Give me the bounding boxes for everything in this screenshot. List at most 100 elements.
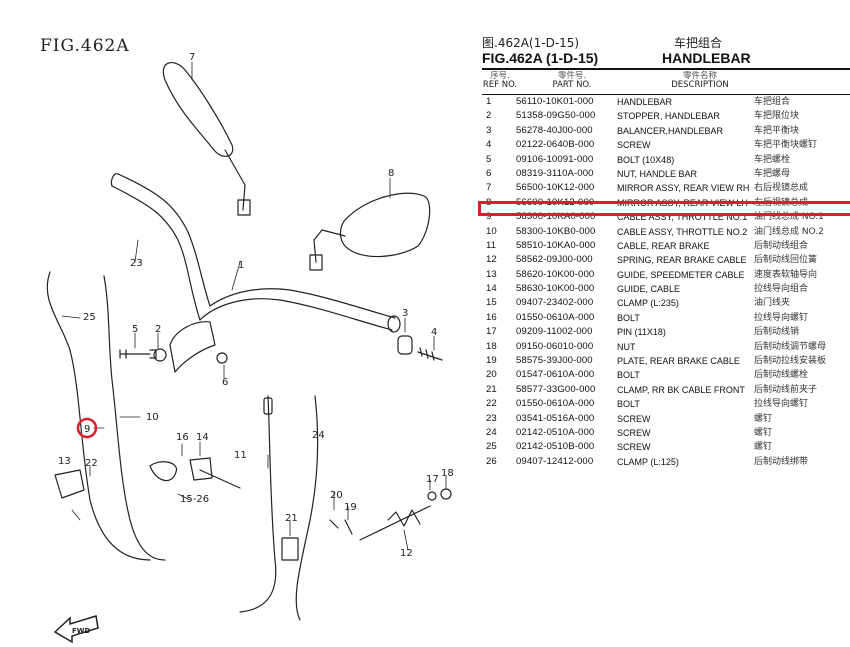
callout-17: 17 xyxy=(426,474,439,485)
callout-11: 11 xyxy=(234,450,247,461)
cell-zhname: 车把平衡块 xyxy=(754,125,800,136)
cell-zhname: 螺钉 xyxy=(754,413,773,424)
cell-zhname: 后制动线回位簧 xyxy=(754,255,818,266)
callout-10: 10 xyxy=(146,412,159,423)
callout-15-26: 15-26 xyxy=(180,494,209,505)
cell-part: 09106-10091-000 xyxy=(516,153,594,165)
cell-desc: NUT, HANDLE BAR xyxy=(617,168,698,179)
cell-ref: 4 xyxy=(486,139,492,151)
cell-zhname: 车把螺栓 xyxy=(754,154,791,165)
cell-desc: CLAMP (L:235) xyxy=(617,298,679,309)
cell-ref: 3 xyxy=(486,124,492,136)
cell-part: 58300-10KB0-000 xyxy=(516,225,596,237)
cell-desc: STOPPER, HANDLEBAR xyxy=(617,111,720,122)
cell-ref: 17 xyxy=(486,326,497,338)
cell-desc: SPRING, REAR BRAKE CABLE xyxy=(617,255,747,266)
table-row: 19 58575-39J00-000 PLATE, REAR BRAKE CABLE… xyxy=(482,354,850,368)
callout-18: 18 xyxy=(441,468,454,479)
callout-16: 16 xyxy=(176,432,189,443)
cell-desc: GUIDE, SPEEDMETER CABLE xyxy=(617,269,745,280)
cell-part: 58620-10K00-000 xyxy=(516,268,595,280)
cell-ref: 1 xyxy=(486,96,492,107)
cell-ref: 14 xyxy=(486,283,497,295)
cell-part: 02142-0510A-000 xyxy=(516,426,595,438)
cell-zhname: 螺钉 xyxy=(754,427,773,438)
balancer-part xyxy=(397,335,413,355)
cell-desc: SCREW xyxy=(617,140,651,151)
cell-ref: 25 xyxy=(486,441,497,453)
left-mirror xyxy=(339,192,431,258)
cell-ref: 15 xyxy=(486,297,497,309)
group-title: HANDLEBAR xyxy=(662,50,751,66)
figure-title-zh: 图.462A(1-D-15) xyxy=(482,36,580,50)
callout-12: 12 xyxy=(400,548,413,559)
cell-desc: PLATE, REAR BRAKE CABLE xyxy=(617,356,740,367)
cell-desc: PIN (11X18) xyxy=(617,327,666,338)
handlebar-tube xyxy=(111,185,393,331)
cell-ref: 20 xyxy=(486,369,497,381)
bolt-part-5 xyxy=(119,349,157,359)
cell-zhname: 后制动线前夹子 xyxy=(754,384,818,395)
cell-desc: GUIDE, CABLE xyxy=(617,284,681,295)
cell-desc: SCREW xyxy=(617,413,651,424)
cell-zhname: 后制动线螺栓 xyxy=(754,370,809,381)
group-title-zh: 车把组合 xyxy=(674,36,723,50)
cell-desc: BOLT xyxy=(617,370,640,381)
cell-part: 58575-39J00-000 xyxy=(516,355,593,367)
cell-desc: MIRROR ASSY, REAR VIEW RH xyxy=(617,183,750,194)
callout-5: 5 xyxy=(132,324,138,335)
cell-part: 01550-0610A-000 xyxy=(516,311,595,323)
cell-zhname: 后制动拉线安装板 xyxy=(754,356,827,367)
speedometer-guide xyxy=(54,469,85,499)
cell-ref: 2 xyxy=(486,110,492,122)
cell-part: 01547-0610A-000 xyxy=(516,369,595,381)
stopper-part xyxy=(153,348,167,362)
callout-2: 2 xyxy=(155,324,161,335)
cell-ref: 18 xyxy=(486,340,497,352)
cell-desc: BOLT (10X48) xyxy=(617,154,675,165)
cell-ref: 11 xyxy=(486,239,496,251)
cell-zhname: 速度表软轴导向 xyxy=(754,269,818,280)
exploded-diagram: 1 2 3 4 5 6 7 8 9 10 11 12 13 14 15-26 1… xyxy=(46,52,454,644)
cell-part: 08319-3110A-000 xyxy=(516,167,594,179)
cell-ref: 5 xyxy=(486,153,492,165)
rear-brake-cable xyxy=(239,395,277,613)
cell-desc: HANDLEBAR xyxy=(617,97,673,107)
cell-zhname: 油门线总成 NO.2 xyxy=(754,226,824,237)
throttle-cable-2 xyxy=(103,275,166,561)
cell-zhname: 拉线导向螺钉 xyxy=(754,399,809,410)
cell-ref: 23 xyxy=(486,412,497,424)
cell-ref: 19 xyxy=(486,355,497,367)
callout-13: 13 xyxy=(58,456,71,467)
cell-ref: 12 xyxy=(486,254,497,266)
cell-part: 09209-11002-000 xyxy=(516,326,593,338)
column-part-header: 零件号. PART NO. xyxy=(552,71,592,90)
callout-21: 21 xyxy=(285,513,298,524)
cell-part: 58510-10KA0-000 xyxy=(516,239,596,251)
bar-end xyxy=(387,315,401,333)
cell-ref: 7 xyxy=(486,182,492,194)
cell-ref: 21 xyxy=(486,383,497,395)
callout-25: 25 xyxy=(83,312,96,323)
cell-desc: CLAMP (L:125) xyxy=(617,456,679,467)
highlighted-row-frame xyxy=(478,201,850,216)
callout-24: 24 xyxy=(312,430,325,441)
callout-23: 23 xyxy=(130,258,143,269)
throttle-cable-1 xyxy=(46,271,151,561)
cell-part: 09407-23402-000 xyxy=(516,297,594,309)
cell-part: 58300-10KA0-000 xyxy=(516,211,596,223)
callout-6: 6 xyxy=(222,377,228,388)
cell-part: 58630-10K00-000 xyxy=(516,283,595,295)
